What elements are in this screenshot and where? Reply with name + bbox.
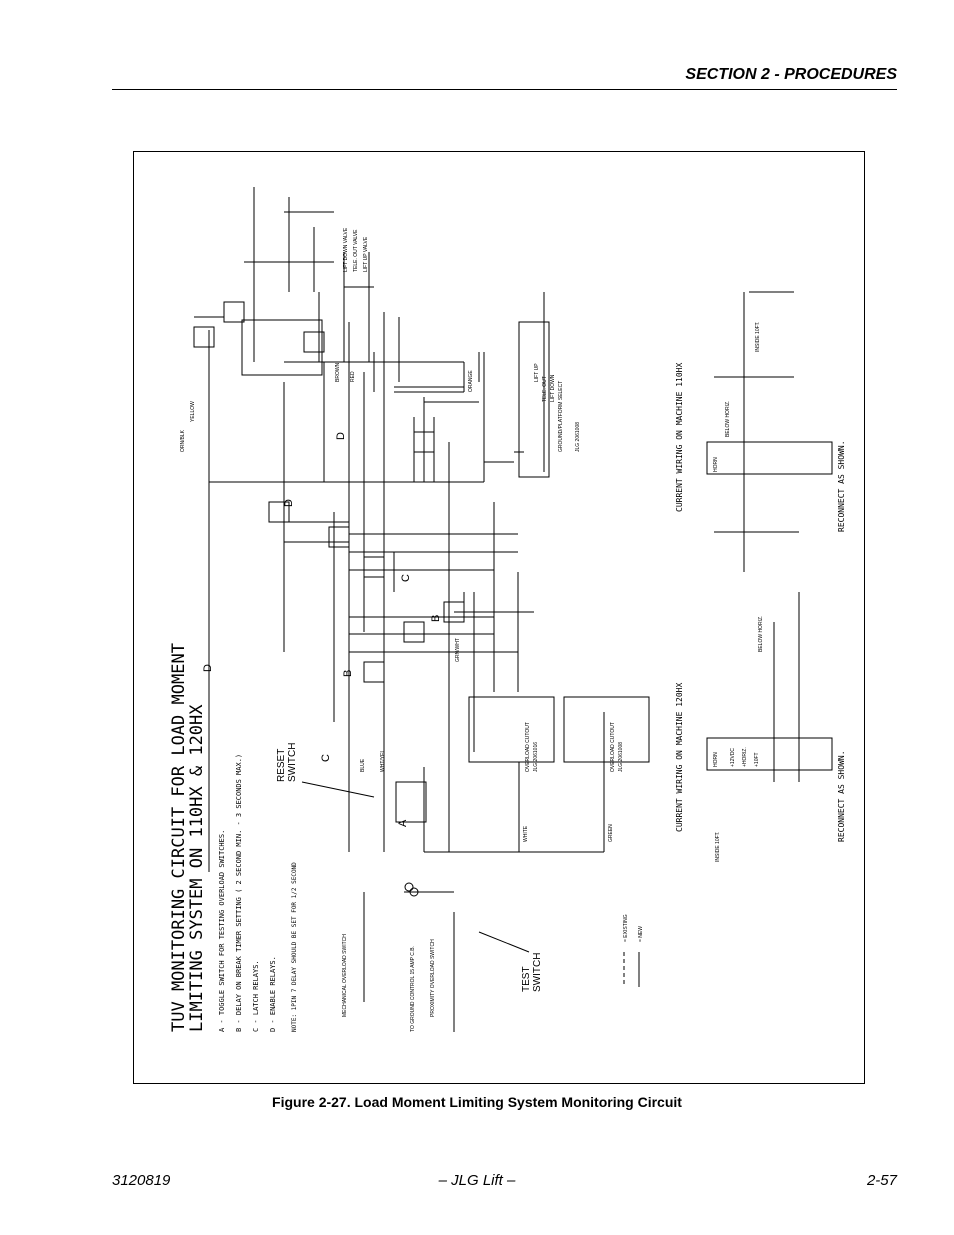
lift-down-label: LIFT DOWN [550,374,556,402]
jlg-part-number-cutout-2: JLG 2061008 [618,742,624,772]
overload-cutout-label-2: OVERLOAD CUTOUT [610,722,616,772]
section-title: SECTION 2 - PROCEDURES [685,66,897,83]
legend-d: D - ENABLE RELAYS. [269,956,277,1032]
ground-control-label: TO GROUND CONTROL 15 AMP C.B. [410,946,416,1032]
10ft-label-120hx: +10FT [754,752,760,767]
mechanical-switch-label: MECHANICAL OVERLOAD SWITCH [342,934,348,1017]
wiring-schematic: TUV MONITORING CIRCUIT FOR LOAD MOMENT L… [169,187,846,1032]
wire-label-yellow: YELLOW [190,401,196,422]
reset-switch-label-2: SWITCH [287,743,298,782]
relay-d-label-3: D [335,432,347,440]
page-number: 2-57 [866,1172,897,1189]
lift-up-valve-label: LIFT UP VALVE [363,236,369,272]
relay-c-label-2: C [320,754,332,762]
reconnect-label-110hx: RECONNECT AS SHOWN. [837,440,846,532]
test-switch-label-2: SWITCH [532,953,543,992]
footer-publisher: – JLG Lift – [438,1172,516,1189]
wire-label-orange: ORANGE [468,370,474,392]
legend-a: A - TOGGLE SWITCH FOR TESTING OVERLOAD S… [218,830,226,1032]
wire-label-white: WHITE [523,825,529,842]
inside-10ft-label-110hx: INSIDE 10FT. [755,321,761,352]
below-horiz-label-110hx: BELOW HORIZ. [725,401,731,437]
figure-title-line-1: TUV MONITORING CIRCUIT FOR LOAD MOMENT [169,643,189,1032]
relay-d-label-1: D [202,664,214,672]
proximity-switch-label: PROXIMITY OVERLOAD SWITCH [430,939,436,1017]
ground-platform-select-label: GROUND/PLATFORM SELECT [558,381,564,452]
wire-label-grn-wht: GRN/WHT [455,638,461,662]
12vdc-label-120hx: +12VDC [730,748,736,767]
current-wiring-110hx-label: CURRENT WIRING ON MACHINE 110HX [675,363,684,512]
horn-label-120hx: HORN [713,752,719,767]
reconnect-label-120hx: RECONNECT AS SHOWN. [837,750,846,842]
horiz-label-120hx: +HORIZ. [742,747,748,767]
wire-label-red: RED [350,371,356,382]
figure-frame: TUV MONITORING CIRCUIT FOR LOAD MOMENT L… [133,151,865,1084]
overload-cutout-label-1: OVERLOAD CUTOUT [525,722,531,772]
lift-up-label: LIFT UP [534,363,540,382]
reset-switch-label-1: RESET [276,749,287,782]
current-wiring-120hx-label: CURRENT WIRING ON MACHINE 120HX [675,683,684,832]
test-switch-pointer [478,931,530,953]
relay-c-label-1: C [400,574,412,582]
tele-out-valve-label: TELE. OUT VALVE [353,229,359,272]
new-legend-label: = NEW [638,926,644,942]
inside-10ft-label-120hx: INSIDE 10FT. [715,831,721,862]
relay-b-label-2: B [430,615,442,622]
figure-title-line-2: LIMITING SYSTEM ON 110HX & 120HX [187,704,207,1032]
delay-note: NOTE: 1PIN 7 DELAY SHOULD BE SET FOR 1/2… [291,862,298,1032]
wire-label-wht-yel: WHT/YEL [380,750,386,772]
legend-b: B - DELAY ON BREAK TIMER SETTING ( 2 SEC… [235,754,243,1032]
existing-legend-label: = EXISTING [623,914,629,942]
test-switch-label-1: TEST [521,966,532,992]
figure-caption: Figure 2-27. Load Moment Limiting System… [272,1094,682,1110]
jlg-part-number-cutout-1: JLG 2061016 [533,742,539,772]
wire-label-brown: BROWN [335,362,341,382]
reset-switch-pointer [301,781,375,798]
relay-d-label-2: D [283,499,295,507]
relay-b-label-1: B [342,670,354,677]
wire-label-green: GREEN [608,824,614,842]
doc-number: 3120819 [112,1172,171,1189]
lift-down-valve-label: LIFT DOWN VALVE [343,227,349,272]
toggle-a-label: A [397,819,409,827]
jlg-part-number-select: JLG 2061008 [575,422,581,452]
horn-label-110hx: HORN [713,457,719,472]
wire-label-orn-blk: ORN/BLK [180,429,186,452]
wire-label-blue: BLUE [360,758,366,772]
header-divider [112,89,897,90]
legend-c: C - LATCH RELAYS. [252,960,260,1032]
below-horiz-label-120hx: BELOW HORIZ. [758,616,764,652]
tele-out-label: TELE. OUT [542,376,548,402]
